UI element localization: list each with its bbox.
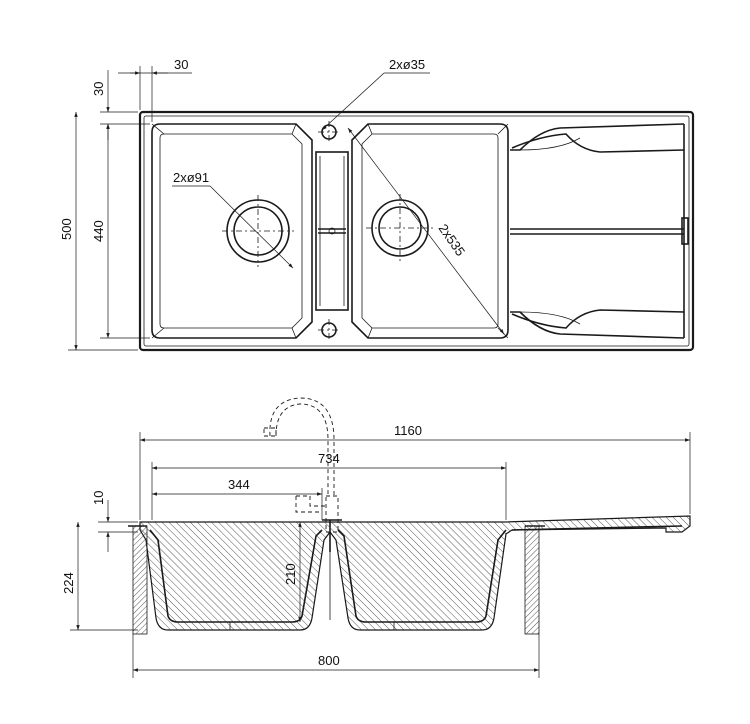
dim-diag: 2x535 <box>436 221 469 259</box>
dim-total-h: 224 <box>61 572 76 594</box>
hole-leader <box>321 72 385 131</box>
sink-outline <box>138 110 695 352</box>
tap-hole-top-icon <box>318 121 340 143</box>
tap-hole-bottom-icon <box>318 319 340 341</box>
dim-drain: 2xø91 <box>173 170 209 185</box>
dim-bowl-w: 344 <box>228 477 250 492</box>
sink-section <box>139 515 691 631</box>
left-bowl <box>151 123 313 339</box>
sink-rim <box>143 115 690 347</box>
top-view: 2x535 2xø91 2xø35 30 30 500 440 <box>59 57 695 352</box>
middle-channel <box>315 151 349 311</box>
drainer-board <box>510 123 689 339</box>
dim-total-w: 1160 <box>394 423 422 438</box>
dim-cabinet: 800 <box>318 653 340 668</box>
right-cabinet-wall <box>524 525 540 635</box>
dim-inner-h: 440 <box>91 220 106 242</box>
diag-dimension-line <box>347 127 505 335</box>
dim-outer-h: 500 <box>59 218 74 240</box>
dim-flange-h: 30 <box>91 82 106 96</box>
dim-bowl-depth: 210 <box>283 563 298 585</box>
dim-flange-w: 30 <box>174 57 188 72</box>
dim-bowls-w: 734 <box>318 451 340 466</box>
left-cabinet-wall <box>132 525 148 635</box>
right-bowl <box>351 123 509 339</box>
drain-leader <box>209 185 294 269</box>
dim-rim: 10 <box>91 491 106 505</box>
side-view: 1160 734 344 210 10 224 800 <box>61 397 691 678</box>
dim-holes: 2xø35 <box>389 57 425 72</box>
